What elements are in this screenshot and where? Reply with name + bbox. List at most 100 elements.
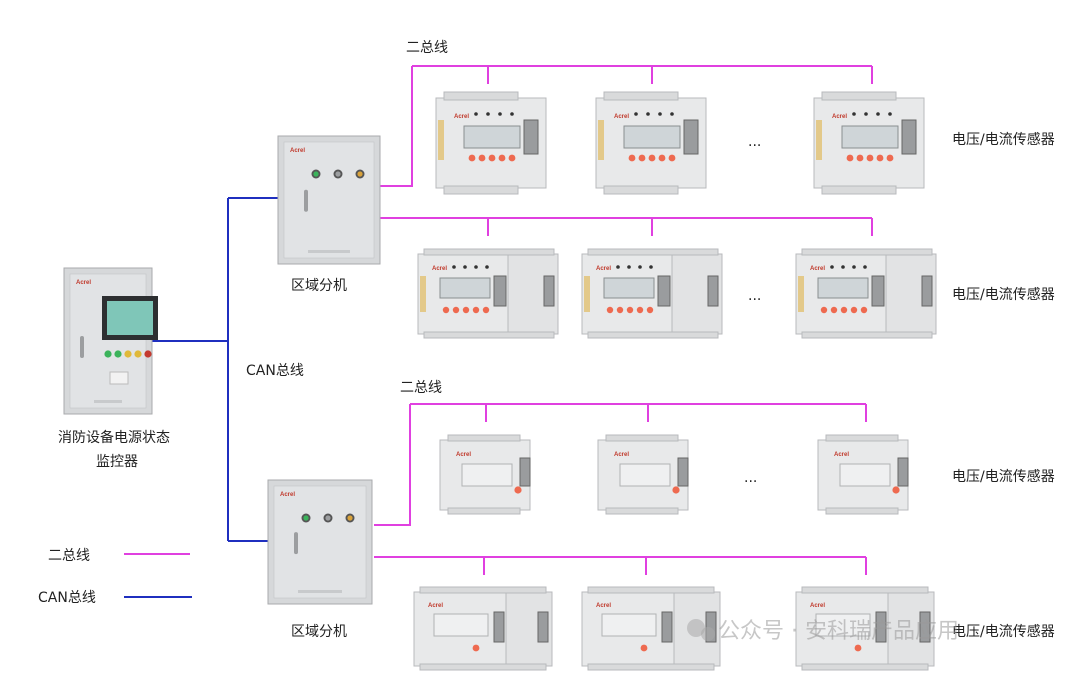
sensor-module-r2-2-led-4 — [649, 265, 653, 269]
sensor-module-r3-3-bottom-terminals — [825, 507, 899, 515]
sensor-module-r1-1-button-2 — [478, 154, 486, 162]
sensor-module-r2-2-button-4 — [636, 306, 644, 314]
sensor-module-r2-3-brand: Acrel — [810, 266, 825, 272]
sensor-module-r2-3-button-5 — [860, 306, 868, 314]
sensor-module-r2-2-lcd — [603, 277, 655, 299]
sensor-module-r1-1: Acrel — [435, 91, 547, 195]
zone-unit-label-1: 区域分机 — [291, 278, 347, 294]
sensor-module-r1-2-button-5 — [668, 154, 676, 162]
sensor-module-r2-2-side-plate — [584, 276, 590, 312]
sensor-module-r1-2-side-plate — [598, 120, 604, 160]
sensor-module-r4-1: Acrel — [413, 586, 553, 671]
monitor-cabinet-indicator-1 — [104, 350, 112, 358]
sensor-module-r2-3-button-4 — [850, 306, 858, 314]
zone-unit-cabinet-2-indicator-3 — [347, 515, 353, 521]
sensor-module-r1-2: Acrel — [595, 91, 707, 195]
sensor-module-r1-3-button-3 — [866, 154, 874, 162]
sensor-module-r2-1-connector — [493, 275, 507, 307]
sensor-module-r1-2-brand: Acrel — [614, 114, 629, 120]
sensor-module-r1-1-side-plate — [438, 120, 444, 160]
sensor-module-r2-1-aux-connector — [543, 275, 555, 307]
sensor-label-row-1: 电压/电流传感器 — [952, 131, 1055, 148]
sensor-module-r2-1-led-1 — [452, 265, 456, 269]
sensor-module-r4-2-bottom-terminals — [587, 663, 715, 671]
zone-unit-cabinet-2-door — [273, 485, 367, 599]
sensor-module-r2-3-lcd — [817, 277, 869, 299]
sensor-module-r1-1-brand: Acrel — [454, 114, 469, 120]
sensor-module-r1-1-button-3 — [488, 154, 496, 162]
sensor-module-r4-2-brand: Acrel — [596, 603, 611, 609]
sensor-module-r2-3-button-1 — [820, 306, 828, 314]
monitor-cabinet-indicator-3 — [124, 350, 132, 358]
sensor-module-r4-3-brand: Acrel — [810, 603, 825, 609]
sensor-module-r1-2-button-2 — [638, 154, 646, 162]
sensor-module-r4-1-brand: Acrel — [428, 603, 443, 609]
two-bus-row-3-feed — [374, 404, 411, 526]
watermark: 公众号 · 安科瑞产品应用 — [687, 619, 959, 644]
sensor-module-r4-3-bottom-terminals — [801, 663, 929, 671]
zone-unit-cabinet-1-nameplate — [308, 250, 350, 253]
zone-unit-cabinet-1-indicator-3 — [357, 171, 363, 177]
sensor-module-r4-3-label-area — [815, 613, 871, 637]
zone-unit-cabinet-1-brand: Acrel — [290, 148, 305, 154]
sensor-module-r4-3-button — [854, 644, 862, 652]
labels-layer: 二总线 二总线 CAN总线 区域分机 区域分机 消防设备电源状态 监控器 电压/… — [38, 40, 1055, 644]
sensor-module-r2-2-connector — [657, 275, 671, 307]
sensor-module-r2-1-button-3 — [462, 306, 470, 314]
sensor-label-row-2: 电压/电流传感器 — [952, 286, 1055, 303]
sensor-module-r1-2-button-3 — [648, 154, 656, 162]
sensor-module-r1-1-bottom-terminals — [443, 185, 519, 195]
sensor-module-r2-1: Acrel — [417, 248, 559, 339]
sensor-module-r1-2-led-1 — [634, 112, 638, 116]
sensor-label-row-3: 电压/电流传感器 — [952, 468, 1055, 485]
monitor-cabinet-label-plate — [109, 371, 129, 385]
sensor-module-r4-1-bottom-terminals — [419, 663, 547, 671]
sensor-module-r1-1-led-1 — [474, 112, 478, 116]
two-bus-label-upper: 二总线 — [406, 40, 448, 56]
sensor-module-r4-3-top-terminals — [801, 586, 929, 594]
sensor-module-r2-1-side-plate — [420, 276, 426, 312]
sensor-module-r2-2-aux-connector — [707, 275, 719, 307]
sensor-module-r4-2-button — [640, 644, 648, 652]
sensor-module-r4-1-label-area — [433, 613, 489, 637]
sensor-module-r2-1-button-4 — [472, 306, 480, 314]
zone-unit-label-2: 区域分机 — [291, 624, 347, 640]
sensor-module-r2-3-connector — [871, 275, 885, 307]
sensor-module-r1-3-bottom-terminals — [821, 185, 897, 195]
sensor-module-r1-2-button-1 — [628, 154, 636, 162]
sensor-module-r3-3-label-area — [839, 463, 891, 487]
monitor-cabinet-indicator-2 — [114, 350, 122, 358]
zone-unit-cabinet-2-indicator-2 — [325, 515, 331, 521]
sensor-module-r2-1-top-terminals — [423, 248, 555, 256]
sensor-module-r2-1-lcd — [439, 277, 491, 299]
sensor-module-r3-2: Acrel — [597, 434, 689, 515]
sensor-module-r4-1-aux-connector — [537, 611, 549, 643]
sensor-module-r1-1-led-2 — [486, 112, 490, 116]
sensor-module-r1-3-top-terminals — [821, 91, 897, 101]
sensor-module-r2-2-brand: Acrel — [596, 266, 611, 272]
monitor-cabinet-screen — [107, 301, 153, 335]
sensor-module-r1-1-led-3 — [498, 112, 502, 116]
sensor-module-r4-1-button — [472, 644, 480, 652]
sensor-module-r1-3-led-3 — [876, 112, 880, 116]
zone-unit-cabinet-1-indicator-2 — [335, 171, 341, 177]
sensor-module-r3-1: Acrel — [439, 434, 531, 515]
zone-unit-cabinet-2: Acrel — [267, 479, 373, 605]
sensor-module-r2-2-bottom-terminals — [587, 331, 719, 339]
sensor-module-r2-3-button-3 — [840, 306, 848, 314]
sensor-module-r2-3-bottom-terminals — [801, 331, 933, 339]
monitor-cabinet-indicator-5 — [144, 350, 152, 358]
sensor-module-r4-1-top-terminals — [419, 586, 547, 594]
sensor-module-r1-1-button-1 — [468, 154, 476, 162]
monitor-cabinet: Acrel — [63, 267, 158, 415]
sensor-module-r1-2-bottom-terminals — [603, 185, 679, 195]
sensor-module-r3-2-connector — [677, 457, 689, 487]
zone-unit-cabinet-1-door — [283, 141, 375, 259]
sensor-label-row-4: 电压/电流传感器 — [952, 623, 1055, 640]
zone-unit-cabinet-2-indicator-1 — [303, 515, 309, 521]
sensor-module-r2-2-led-1 — [616, 265, 620, 269]
watermark-text: 公众号 · 安科瑞产品应用 — [718, 619, 959, 644]
